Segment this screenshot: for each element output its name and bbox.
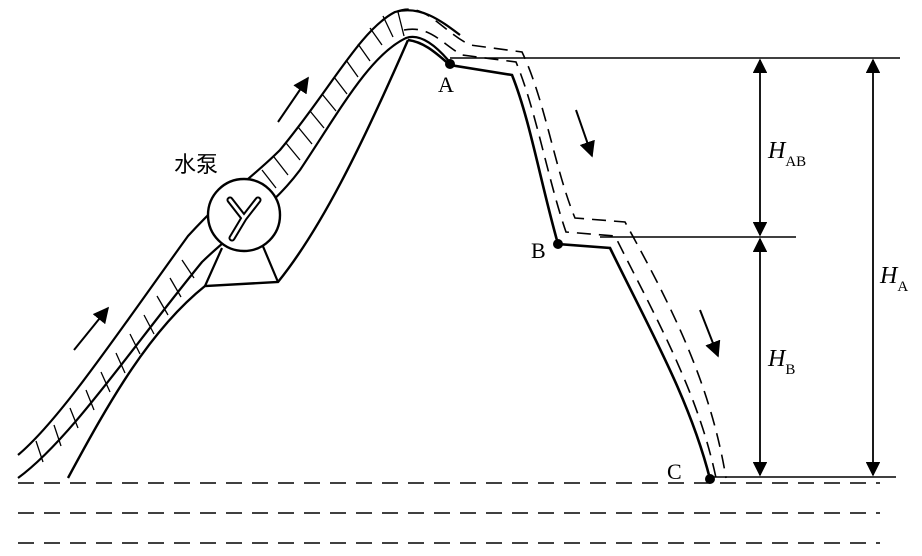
point-b-label: B [531, 238, 546, 263]
h-ab-var: H [767, 138, 787, 164]
downhill-slope [407, 38, 712, 480]
pump-label: 水泵 [174, 153, 218, 178]
pipe-hatch [35, 11, 405, 463]
h-b-label: HB [767, 346, 795, 378]
ground-lines [18, 482, 880, 544]
svg-text:HAB: HAB [767, 138, 806, 170]
h-b-var: H [767, 346, 787, 372]
pump [206, 177, 282, 253]
h-a-var: H [879, 263, 899, 289]
h-ab-label: HAB [767, 138, 806, 170]
h-a-label: HA [879, 263, 908, 295]
downhill-pipe [394, 8, 727, 479]
reference-lines [450, 57, 900, 478]
h-b-sub: B [785, 362, 795, 378]
point-c-label: C [667, 459, 682, 484]
svg-text:HB: HB [767, 346, 795, 378]
flow-arrows [73, 76, 721, 358]
mountain-outline [66, 39, 410, 479]
h-ab-sub: AB [785, 154, 806, 170]
dimension-arrows [752, 58, 881, 477]
svg-text:HA: HA [879, 263, 908, 295]
point-a-label: A [438, 72, 454, 97]
pump-support [203, 243, 280, 287]
h-a-sub: A [897, 279, 908, 295]
